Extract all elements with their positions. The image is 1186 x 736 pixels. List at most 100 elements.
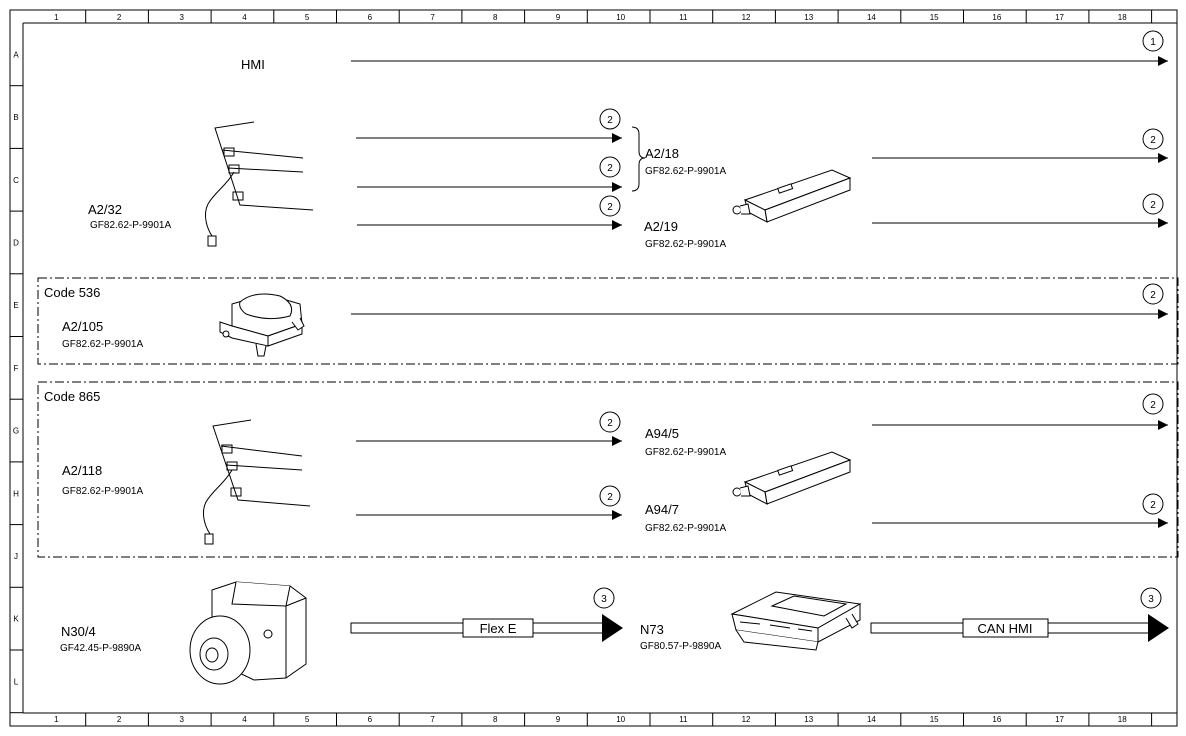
signal-arrows	[351, 56, 1168, 528]
a2-18-label: A2/18	[645, 146, 679, 161]
can-hmi-label: CAN HMI	[978, 621, 1033, 636]
column-number: 11	[679, 715, 688, 724]
column-number: 15	[930, 715, 939, 724]
column-number: 9	[556, 715, 561, 724]
a2-19-ref: GF82.62-P-9901A	[645, 239, 726, 250]
code-865-box	[37, 381, 1179, 558]
a2-118-ref: GF82.62-P-9901A	[62, 486, 143, 497]
column-number: 5	[305, 715, 310, 724]
circle-h2: 2	[1150, 500, 1156, 511]
a2-19-label: A2/19	[644, 219, 678, 234]
row-letter: F	[14, 364, 19, 373]
antenna-amplifier-a2-19-icon	[732, 169, 852, 223]
column-number: 13	[804, 13, 813, 22]
row-letter: G	[13, 427, 19, 436]
circle-b3: 2	[607, 202, 613, 213]
antenna-module-a2-105-icon	[219, 293, 305, 357]
column-number: 4	[242, 715, 247, 724]
column-number: 10	[616, 13, 625, 22]
column-number: 16	[992, 715, 1001, 724]
circle-g1: 2	[607, 418, 613, 429]
column-number: 6	[368, 715, 373, 724]
column-number: 9	[556, 13, 561, 22]
flex-e-label: Flex E	[480, 621, 517, 636]
column-number: 7	[430, 13, 435, 22]
column-number: 8	[493, 715, 498, 724]
column-number: 11	[679, 13, 688, 22]
circle-can: 3	[1148, 594, 1154, 605]
circle-b5: 2	[1150, 200, 1156, 211]
n73-ref: GF80.57-P-9890A	[640, 641, 721, 652]
n73-label: N73	[640, 622, 664, 637]
control-unit-icon	[730, 591, 862, 651]
windshield-antenna-icon	[205, 121, 314, 247]
column-number: 5	[305, 13, 310, 22]
circle-b4: 2	[1150, 135, 1156, 146]
column-number: 17	[1055, 715, 1064, 724]
column-number: 2	[117, 13, 122, 22]
row-letter: E	[13, 301, 18, 310]
row-letter: D	[13, 238, 19, 247]
windshield-antenna-a2-118-icon	[203, 419, 311, 545]
camera-unit-icon	[189, 581, 307, 685]
circle-hmi: 1	[1150, 37, 1156, 48]
a94-7-ref: GF82.62-P-9901A	[645, 523, 726, 534]
column-number: 2	[117, 715, 122, 724]
row-letter: B	[13, 113, 18, 122]
bus-can-hmi	[870, 614, 1169, 642]
column-number: 3	[180, 715, 185, 724]
circle-b2: 2	[607, 163, 613, 174]
circle-flex: 3	[601, 594, 607, 605]
column-number: 13	[804, 715, 813, 724]
column-number: 18	[1118, 13, 1127, 22]
column-number: 10	[616, 715, 625, 724]
a2-105-label: A2/105	[62, 319, 103, 334]
a94-7-label: A94/7	[645, 502, 679, 517]
column-number: 1	[54, 13, 59, 22]
column-number: 15	[930, 13, 939, 22]
reference-circles	[593, 30, 1164, 609]
column-number: 16	[992, 13, 1001, 22]
circle-e: 2	[1150, 290, 1156, 301]
row-letter: H	[13, 489, 19, 498]
a2-32-label: A2/32	[88, 202, 122, 217]
column-number: 6	[368, 13, 373, 22]
row-letter: C	[13, 176, 19, 185]
antenna-amplifier-a94-7-icon	[732, 451, 852, 505]
column-number: 14	[867, 715, 876, 724]
column-number: 3	[180, 13, 185, 22]
a94-5-ref: GF82.62-P-9901A	[645, 447, 726, 458]
row-ruler	[10, 85, 23, 714]
drawing-frame	[9, 9, 1178, 727]
code-865-label: Code 865	[44, 389, 100, 404]
column-number: 12	[742, 715, 751, 724]
column-number: 12	[742, 13, 751, 22]
code-536-label: Code 536	[44, 285, 100, 300]
brace-a2-18	[631, 126, 646, 192]
column-number: 17	[1055, 13, 1064, 22]
hmi-label: HMI	[241, 57, 265, 72]
column-ruler	[85, 10, 1153, 726]
column-number: 7	[430, 715, 435, 724]
a2-118-label: A2/118	[62, 463, 102, 478]
option-boxes	[37, 277, 1179, 558]
row-letter: A	[13, 50, 19, 59]
a2-105-ref: GF82.62-P-9901A	[62, 339, 143, 350]
circle-g2: 2	[1150, 400, 1156, 411]
n30-4-label: N30/4	[61, 624, 96, 639]
column-number: 1	[54, 715, 59, 724]
column-number: 14	[867, 13, 876, 22]
row-letter: L	[14, 677, 19, 686]
row-letter: J	[14, 552, 18, 561]
row-letter: K	[13, 615, 19, 624]
row-labels: A B C D E F G H J K L	[13, 50, 19, 686]
a94-5-label: A94/5	[645, 426, 679, 441]
bus-flex-e	[350, 614, 623, 642]
a2-18-ref: GF82.62-P-9901A	[645, 166, 726, 177]
column-number: 4	[242, 13, 247, 22]
column-number: 18	[1118, 715, 1127, 724]
n30-4-ref: GF42.45-P-9890A	[60, 643, 141, 654]
